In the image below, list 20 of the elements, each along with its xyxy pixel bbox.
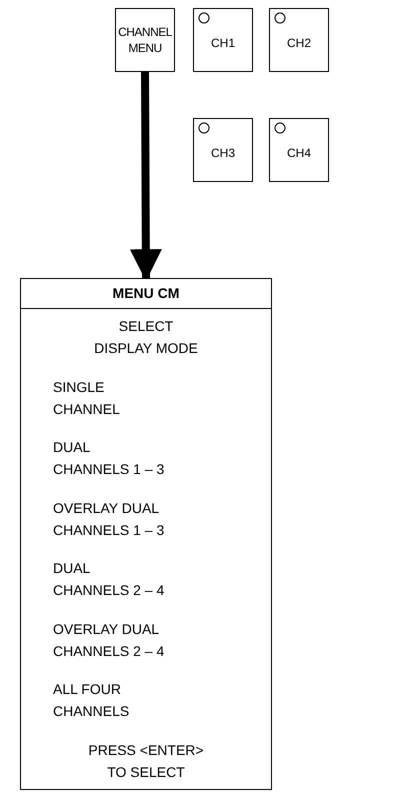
menu-title: MENU CM [112,284,180,303]
menu-option: OVERLAY DUAL CHANNELS 1 – 3 [53,496,167,541]
menu-option: OVERLAY DUAL CHANNELS 2 – 4 [53,618,167,662]
menu-panel [20,278,272,790]
key-label: CHANNEL MENU [117,24,173,56]
menu-instruction: PRESS <ENTER> TO SELECT [88,740,204,782]
key-button [269,118,329,182]
key-label: CH1 [210,35,235,51]
key-label: CH3 [210,145,235,161]
key-button [269,8,329,72]
key-label: CH2 [286,35,311,51]
key-button [193,118,253,182]
key-button [193,8,253,72]
menu-option: ALL FOUR CHANNELS [53,678,167,722]
menu-option: DUAL CHANNELS 2 – 4 [53,557,167,602]
menu-option: DUAL CHANNELS 1 – 3 [53,436,167,480]
key-button [115,8,175,72]
menu-instruction: SELECT DISPLAY MODE [93,317,199,358]
key-label: CH4 [286,145,311,161]
menu-option: SINGLE CHANNEL [53,376,167,420]
